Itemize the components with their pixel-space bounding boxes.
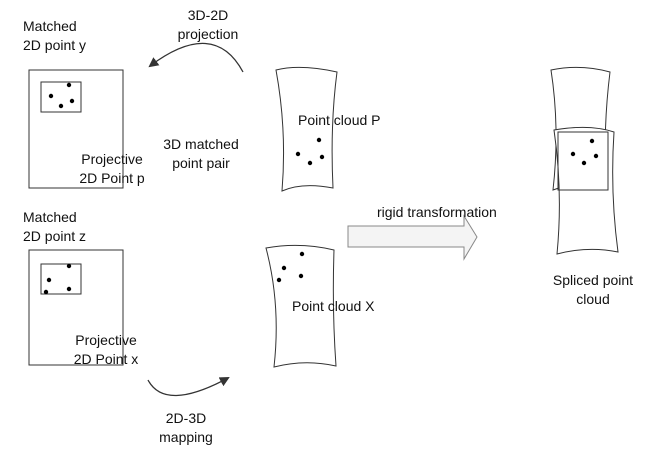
point-dot [69, 98, 75, 104]
rigid-transform-arrow [347, 214, 478, 261]
match-box-bottom [40, 263, 82, 295]
label-mapping: 2D-3D mapping [159, 410, 213, 445]
image-top [28, 69, 124, 189]
label-matched-z: Matched 2D point z [23, 209, 87, 244]
point-dot [570, 151, 576, 157]
label-matched-pair: 3D matched point pair [163, 136, 239, 171]
point-cloud-p-shape [275, 66, 338, 192]
point-dot [276, 277, 282, 283]
point-dot [299, 251, 305, 257]
point-dot [593, 153, 599, 159]
label-projective-p: Projective 2D Point p [79, 151, 145, 186]
overlap-box [557, 131, 609, 191]
spliced-cloud-shape [550, 66, 619, 255]
point-dot [66, 286, 72, 292]
point-dot [298, 273, 304, 279]
point-dot [581, 160, 587, 166]
point-dot [307, 160, 313, 166]
label-projection: 3D-2D projection [177, 7, 239, 42]
label-spliced-cloud: Spliced point cloud [552, 272, 634, 307]
mapping-arrow [147, 377, 230, 397]
image-frame-bottom [28, 249, 124, 366]
point-dot [281, 265, 287, 271]
point-dot [66, 263, 72, 269]
point-dot [43, 289, 49, 295]
label-rigid-transformation: rigid transformation [377, 204, 497, 220]
image-frame-top [28, 69, 124, 189]
match-box-top [40, 81, 82, 113]
label-matched-y: Matched 2D point y [23, 18, 87, 53]
label-cloud-p: Point cloud P [298, 112, 381, 128]
image-bottom [28, 249, 124, 366]
point-dot [46, 277, 52, 283]
point-dot [589, 138, 595, 144]
point-dot [48, 93, 54, 99]
projection-arrow [148, 42, 244, 73]
label-projective-x: Projective 2D Point x [73, 332, 139, 367]
point-dot [295, 151, 301, 157]
point-dot [66, 82, 72, 88]
point-dot [316, 137, 322, 143]
point-dot [58, 103, 64, 109]
point-cloud-x-shape [265, 244, 337, 368]
label-cloud-x: Point cloud X [292, 298, 375, 314]
point-dot [319, 154, 325, 160]
